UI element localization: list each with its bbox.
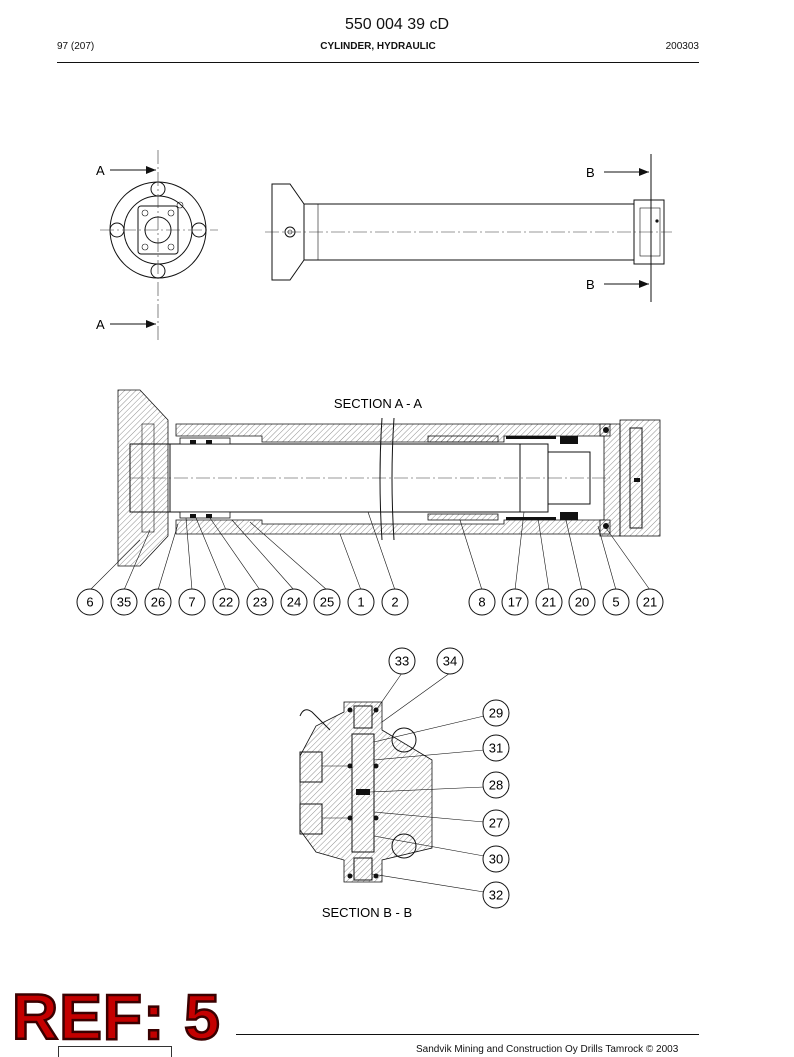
end-view: A A xyxy=(96,150,218,342)
side-view: B B xyxy=(265,154,672,302)
callout-1: 1 xyxy=(347,588,375,616)
view-label-a-bottom: A xyxy=(96,317,105,332)
svg-text:26: 26 xyxy=(151,595,165,610)
section-bb: SECTION B - B xyxy=(299,701,433,920)
svg-text:32: 32 xyxy=(489,888,503,903)
callouts-aa: 6 35 26 7 22 23 24 25 1 2 8 17 21 20 5 21 xyxy=(76,588,664,616)
svg-text:2: 2 xyxy=(391,595,398,610)
callout-33: 33 xyxy=(388,647,416,675)
svg-text:23: 23 xyxy=(253,595,267,610)
callout-22: 22 xyxy=(212,588,240,616)
svg-text:27: 27 xyxy=(489,816,503,831)
svg-text:5: 5 xyxy=(612,595,619,610)
callout-32: 32 xyxy=(482,881,510,909)
svg-text:35: 35 xyxy=(117,595,131,610)
callout-31: 31 xyxy=(482,734,510,762)
svg-text:8: 8 xyxy=(478,595,485,610)
page-number: 97 (207) xyxy=(57,41,95,52)
copyright-text: Sandvik Mining and Construction Oy Drill… xyxy=(416,1044,679,1055)
callout-8: 8 xyxy=(468,588,496,616)
callout-35: 35 xyxy=(110,588,138,616)
callout-21: 21 xyxy=(636,588,664,616)
callouts-bb: 33 34 29 31 28 27 30 32 xyxy=(388,647,510,909)
svg-text:21: 21 xyxy=(643,595,657,610)
callout-24: 24 xyxy=(280,588,308,616)
callout-25: 25 xyxy=(313,588,341,616)
callout-23: 23 xyxy=(246,588,274,616)
svg-text:34: 34 xyxy=(443,654,457,669)
callout-leaders-bb xyxy=(369,672,485,893)
callout-leaders-aa xyxy=(89,511,651,591)
callout-6: 6 xyxy=(76,588,104,616)
svg-text:28: 28 xyxy=(489,778,503,793)
document-number: 550 004 39 cD xyxy=(344,16,450,33)
view-label-b-top: B xyxy=(586,165,595,180)
footer-rule xyxy=(236,1034,699,1035)
callout-27: 27 xyxy=(482,809,510,837)
svg-text:30: 30 xyxy=(489,852,503,867)
svg-text:17: 17 xyxy=(508,595,522,610)
svg-text:6: 6 xyxy=(86,595,93,610)
page-title: CYLINDER, HYDRAULIC xyxy=(320,41,436,52)
callout-29: 29 xyxy=(482,699,510,727)
callout-34: 34 xyxy=(436,647,464,675)
callout-20: 20 xyxy=(568,588,596,616)
header-rule xyxy=(57,62,699,63)
section-aa: SECTION A - A xyxy=(117,389,661,567)
svg-text:21: 21 xyxy=(542,595,556,610)
callout-2: 2 xyxy=(381,588,409,616)
svg-text:25: 25 xyxy=(320,595,334,610)
svg-text:31: 31 xyxy=(489,741,503,756)
callout-17: 17 xyxy=(501,588,529,616)
callout-7: 7 xyxy=(178,588,206,616)
svg-text:7: 7 xyxy=(188,595,195,610)
view-label-b-bottom: B xyxy=(586,277,595,292)
header-row: 97 (207) CYLINDER, HYDRAULIC 200303 xyxy=(57,41,699,55)
callout-30: 30 xyxy=(482,845,510,873)
svg-text:22: 22 xyxy=(219,595,233,610)
callout-21: 21 xyxy=(535,588,563,616)
svg-text:24: 24 xyxy=(287,595,301,610)
reference-stamp: REF: 5 xyxy=(11,981,221,1053)
revision-date: 200303 xyxy=(665,41,699,52)
section-aa-title: SECTION A - A xyxy=(334,396,422,411)
view-label-a-top: A xyxy=(96,163,105,178)
svg-text:33: 33 xyxy=(395,654,409,669)
callout-26: 26 xyxy=(144,588,172,616)
logo-fragment xyxy=(58,1046,172,1057)
svg-text:20: 20 xyxy=(575,595,589,610)
callout-5: 5 xyxy=(602,588,630,616)
svg-text:29: 29 xyxy=(489,706,503,721)
section-bb-title: SECTION B - B xyxy=(322,905,412,920)
callout-28: 28 xyxy=(482,771,510,799)
svg-text:1: 1 xyxy=(357,595,364,610)
